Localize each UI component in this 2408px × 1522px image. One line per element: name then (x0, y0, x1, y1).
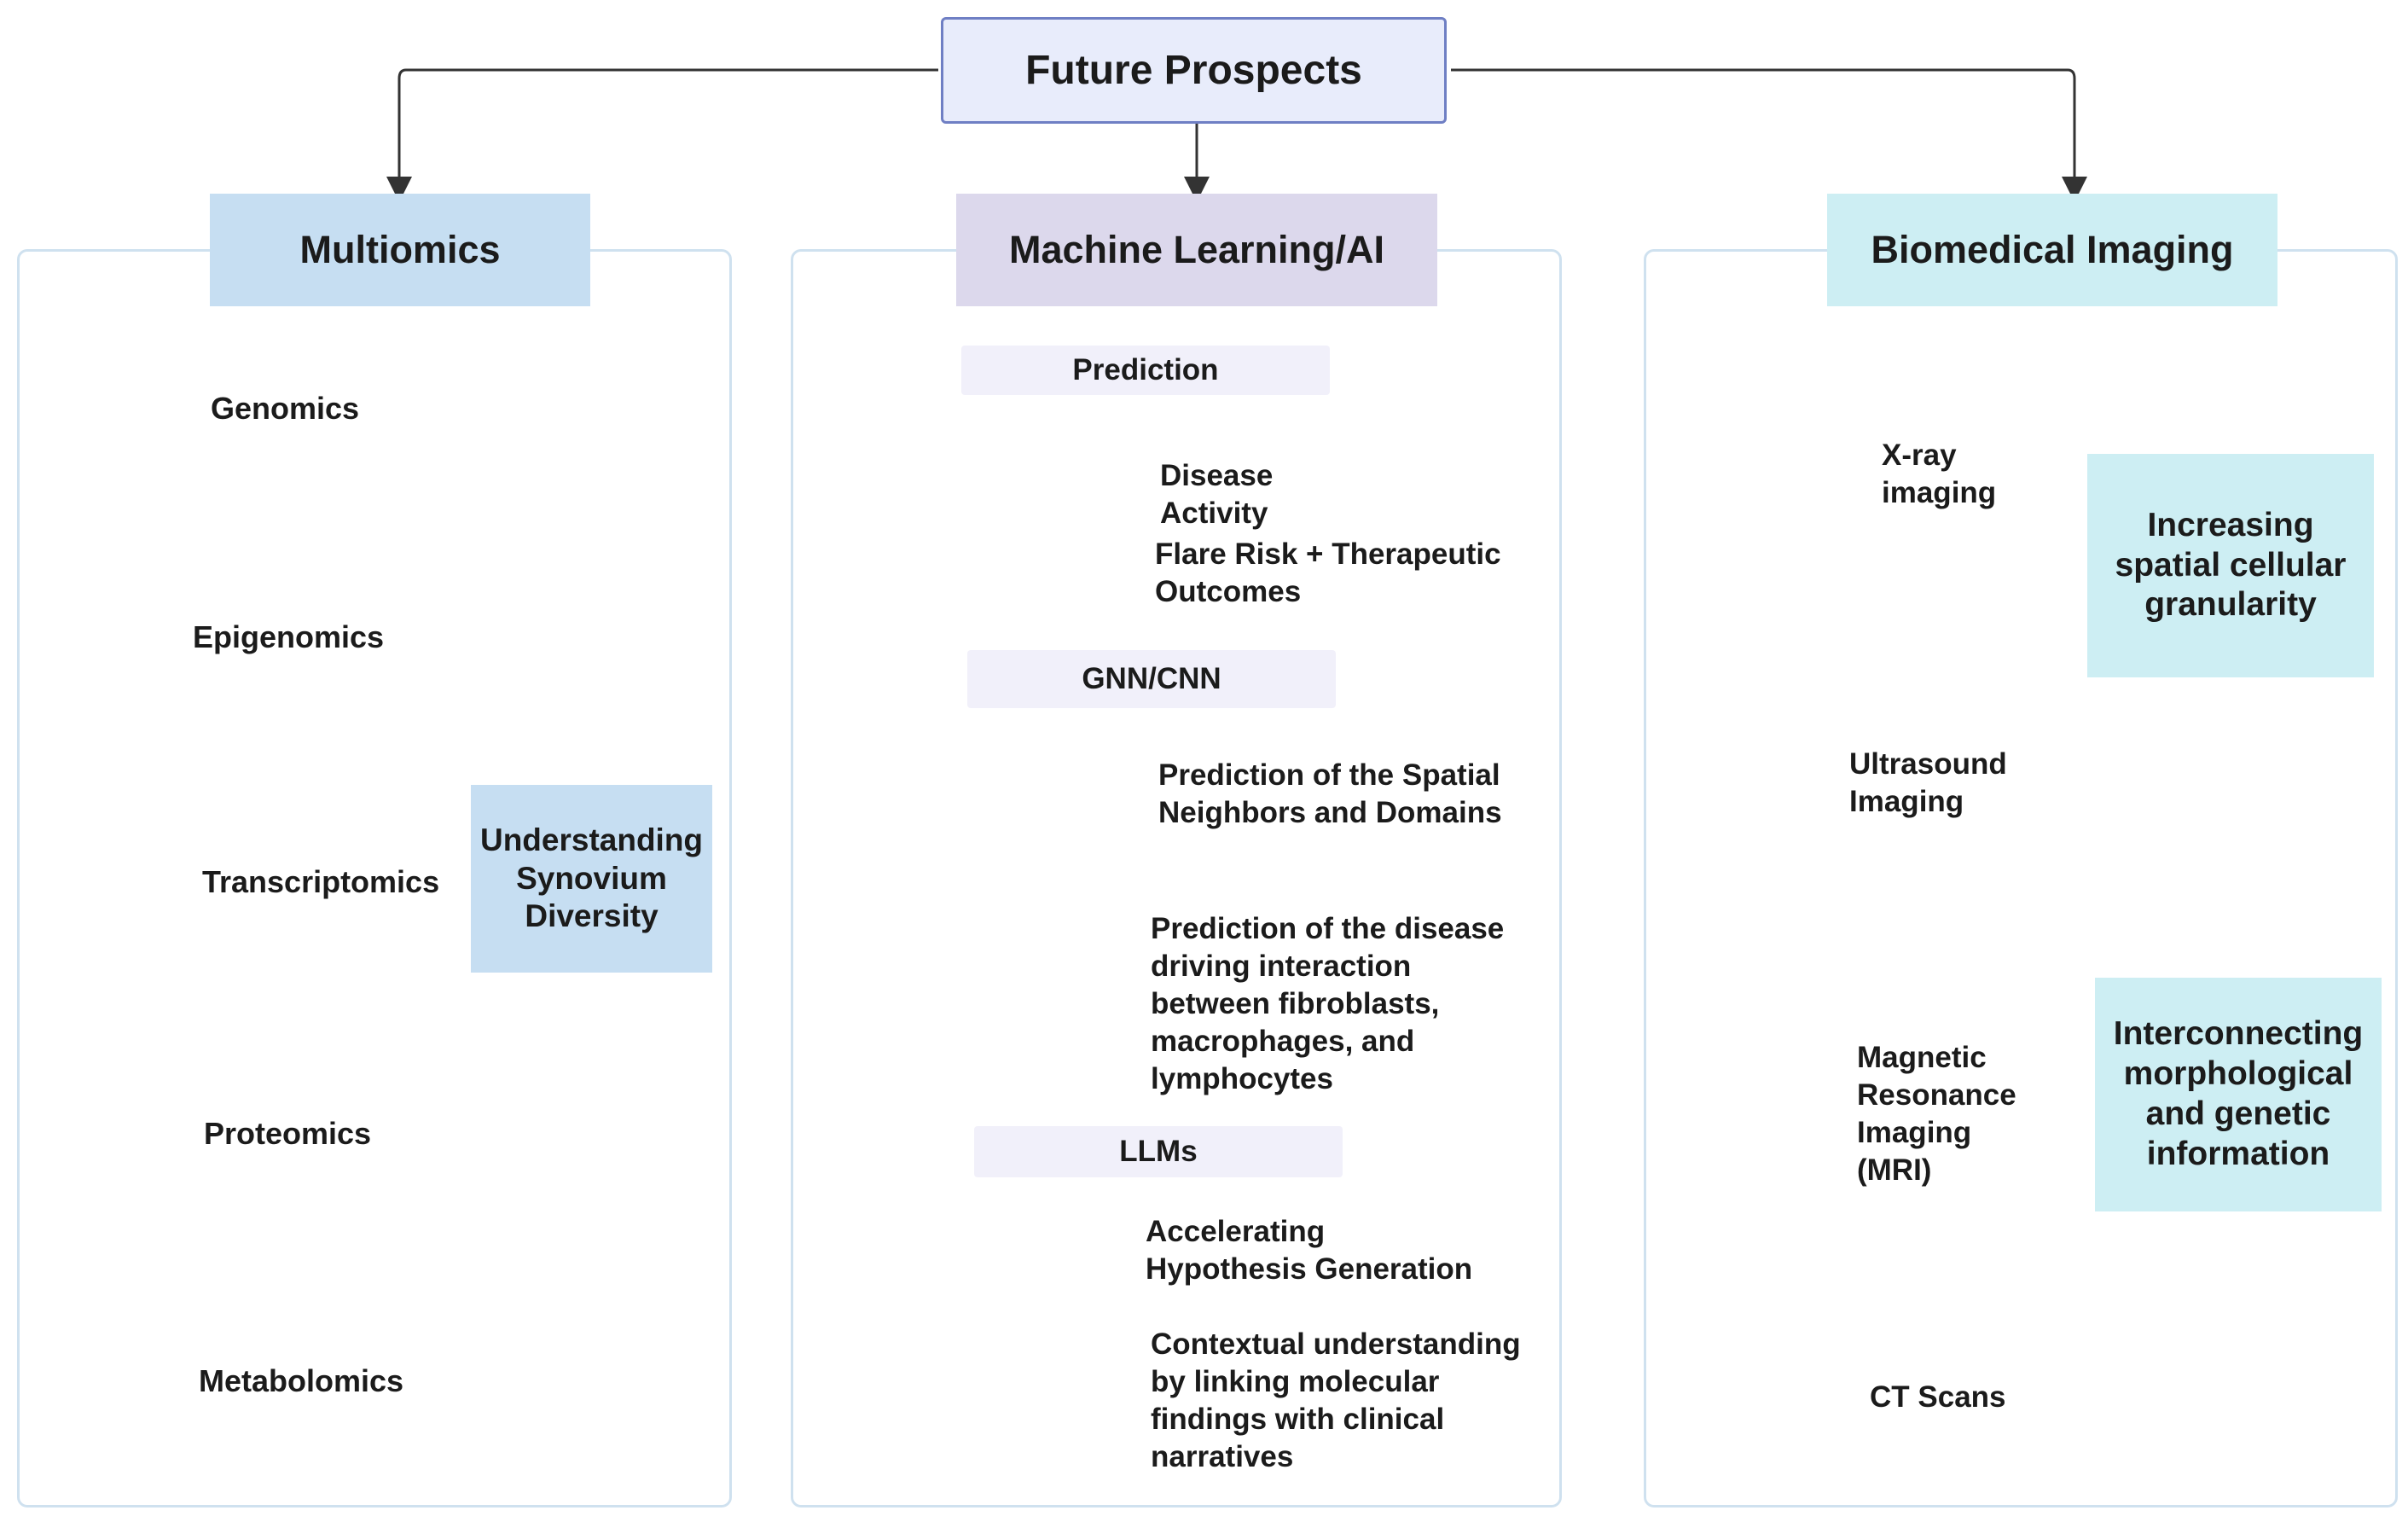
img-item-xray: X-ray imaging (1882, 439, 1997, 509)
subheading-gnn-cnn: GNN/CNN (967, 650, 1336, 708)
ml-item-disease-interaction: Prediction of the disease driving intera… (1151, 912, 1505, 1095)
connector-to-multiomics (386, 68, 938, 202)
item-genomics: Genomics (211, 391, 360, 426)
img-item-ct: CT Scans (1870, 1380, 2006, 1414)
ml-panel (791, 249, 1562, 1507)
item-metabolomics: Metabolomics (199, 1363, 404, 1398)
ml-item-spatial-neighbors: Prediction of the Spatial Neighbors and … (1158, 758, 1502, 829)
multiomics-header: Multiomics (210, 194, 590, 306)
subheading-prediction: Prediction (961, 346, 1330, 395)
granularity-callout: Increasing spatial cellular granularity (2087, 454, 2374, 677)
connector-to-imaging (1451, 68, 2087, 202)
ml-item-flare-risk: Flare Risk + Therapeutic Outcomes (1155, 537, 1501, 608)
ml-item-disease-activity: Disease Activity (1160, 459, 1274, 530)
item-proteomics: Proteomics (204, 1116, 372, 1151)
img-item-mri: Magnetic Resonance Imaging (MRI) (1857, 1041, 2016, 1187)
ml-item-contextual: Contextual understanding by linking mole… (1151, 1327, 1521, 1473)
subheading-llms: LLMs (974, 1126, 1343, 1177)
item-transcriptomics: Transcriptomics (202, 864, 440, 899)
root-node: Future Prospects (941, 17, 1447, 124)
imaging-header: Biomedical Imaging (1827, 194, 2277, 306)
imaging-panel (1644, 249, 2398, 1507)
ml-header: Machine Learning/AI (956, 194, 1437, 306)
img-item-ultrasound: Ultrasound Imaging (1849, 747, 2007, 818)
item-epigenomics: Epigenomics (193, 619, 385, 654)
synovium-callout: Understanding Synovium Diversity (471, 785, 712, 973)
interconnecting-callout: Interconnecting morphological and geneti… (2095, 978, 2382, 1211)
root-title: Future Prospects (1025, 48, 1362, 93)
ml-item-hypothesis: Accelerating Hypothesis Generation (1146, 1215, 1473, 1286)
